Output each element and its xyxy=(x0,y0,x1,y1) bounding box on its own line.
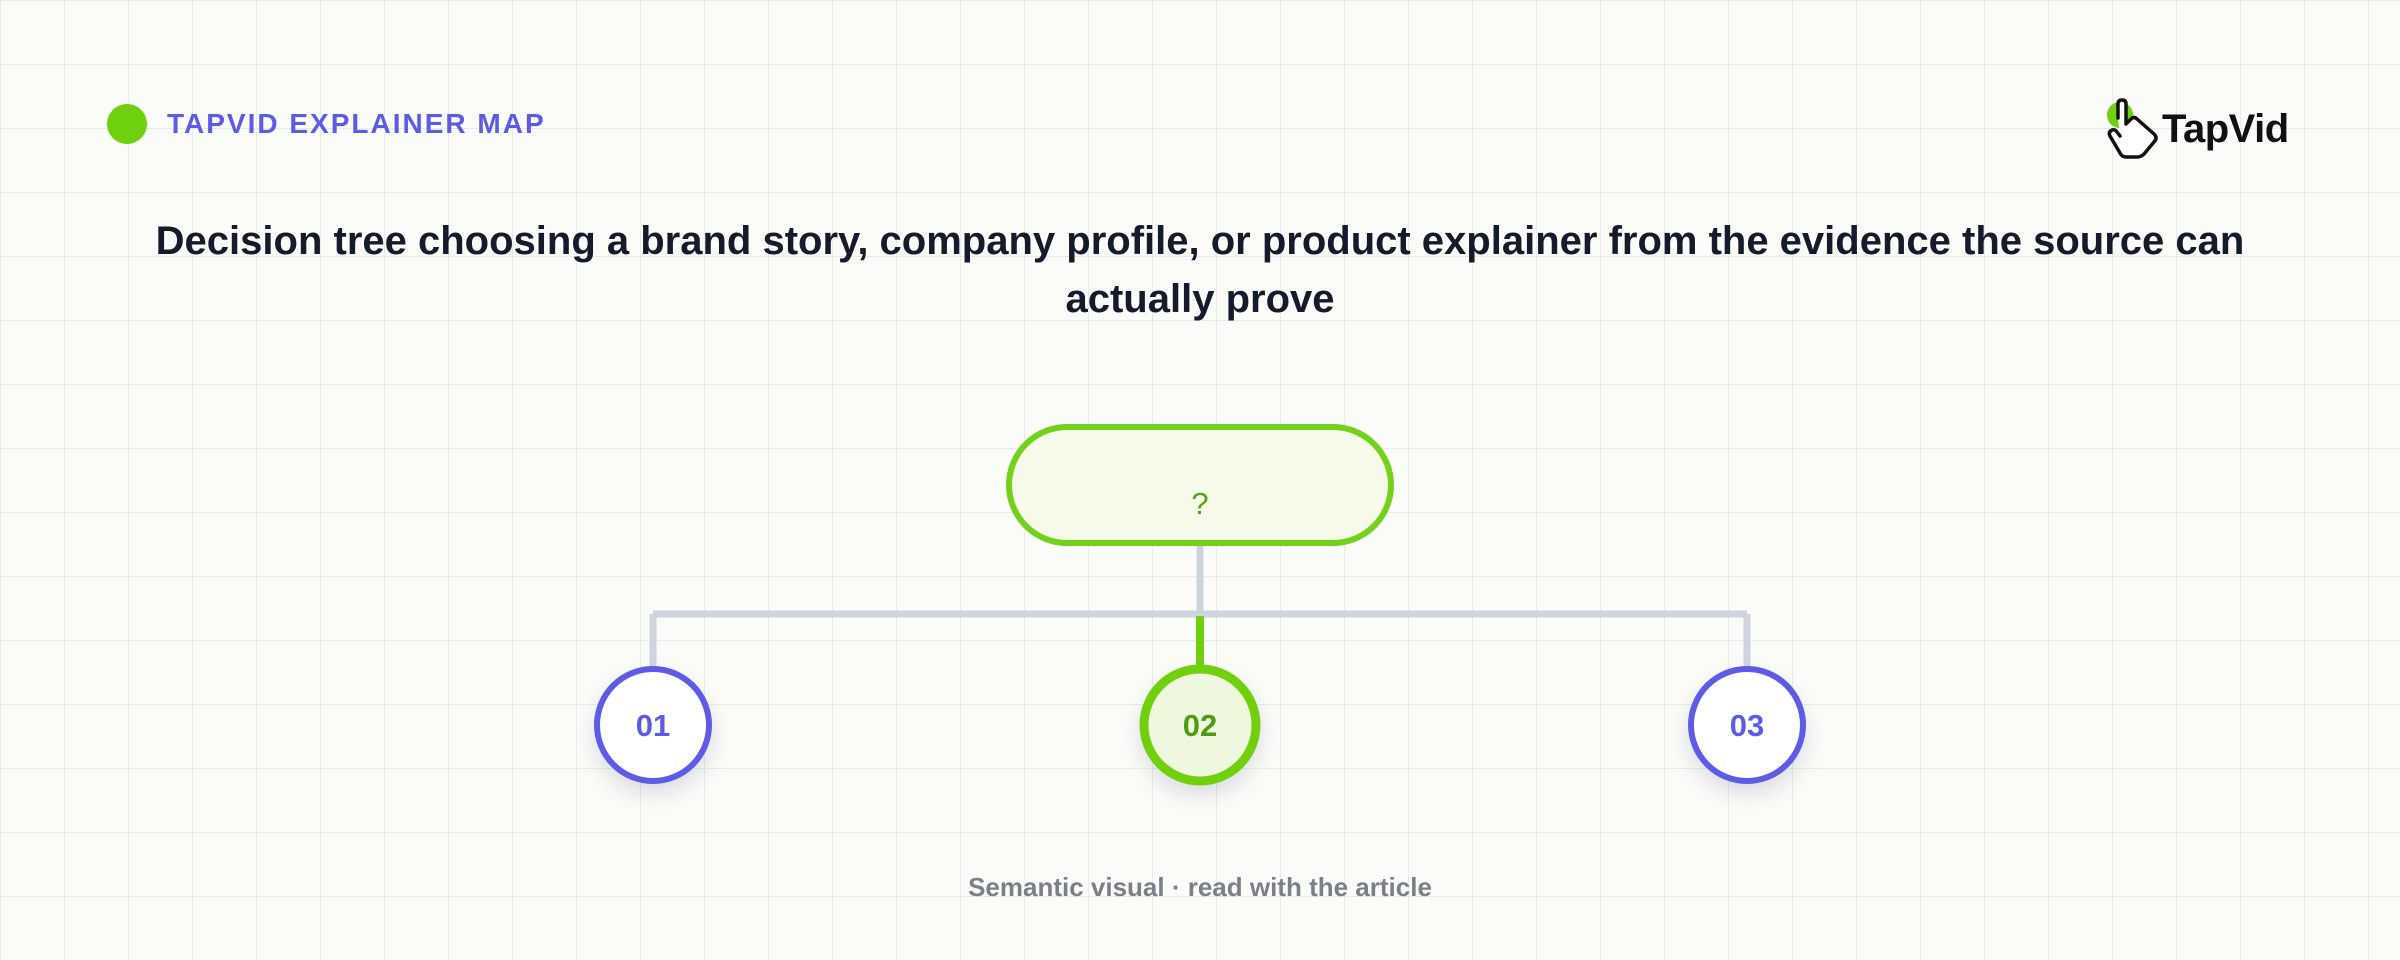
branch-node-01[interactable]: 01 xyxy=(594,666,712,784)
logo-text: TapVid xyxy=(2162,106,2289,151)
branch-label-02: 02 xyxy=(1183,708,1217,743)
branch-label-01: 01 xyxy=(636,708,670,743)
root-question-node[interactable] xyxy=(1006,424,1394,546)
branch-label-03: 03 xyxy=(1730,708,1764,743)
tapvid-logo[interactable]: TapVid xyxy=(2104,98,2289,160)
branch-node-02[interactable]: 02 xyxy=(1139,664,1261,786)
page-title: Decision tree choosing a brand story, co… xyxy=(155,219,2245,321)
brand-header: TAPVID EXPLAINER MAP xyxy=(107,104,546,144)
tapvid-hand-pointer-icon xyxy=(2107,98,2158,159)
footer-caption: Semantic visual · read with the article xyxy=(968,872,1432,902)
brand-dot-icon xyxy=(107,104,147,144)
root-question-label: ? xyxy=(1191,486,1208,521)
branch-node-03[interactable]: 03 xyxy=(1688,666,1806,784)
brand-label: TAPVID EXPLAINER MAP xyxy=(167,108,546,139)
